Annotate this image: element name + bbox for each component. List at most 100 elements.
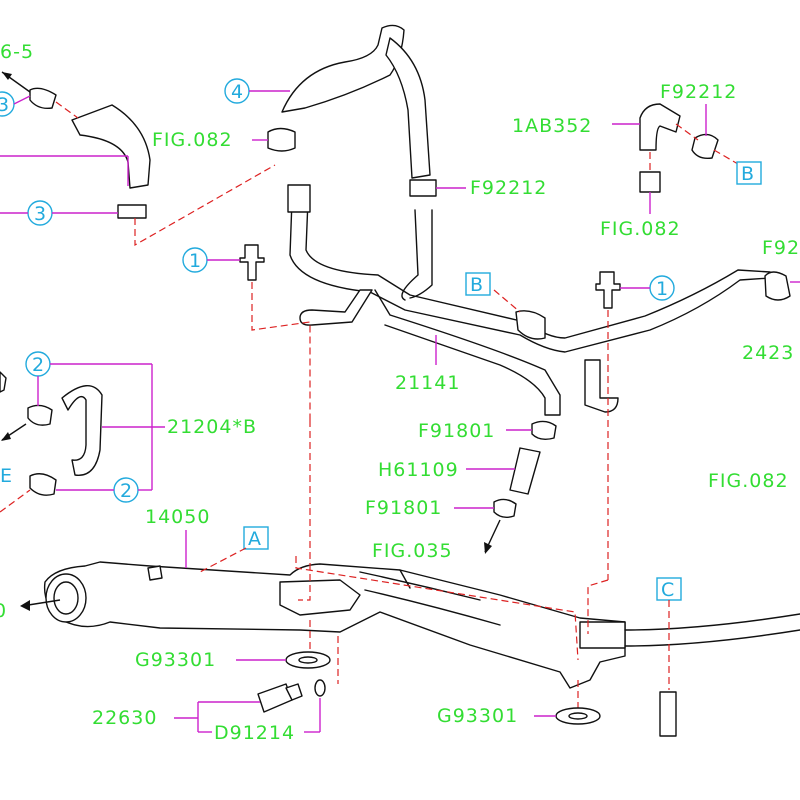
label-f92-edge: F92: [762, 237, 800, 259]
box-e-edge-text: E: [0, 465, 13, 487]
callout-2-lower-text: 2: [120, 480, 133, 502]
pipe-inlet: [45, 573, 87, 623]
main-pipe-group: B 21141 F92 2423: [287, 184, 800, 416]
label-g93301-left: G93301: [135, 649, 216, 671]
clamp-f91801-lower: [493, 498, 517, 519]
label-h61109: H61109: [378, 459, 459, 481]
pipe-bracket-left: [299, 289, 373, 326]
label-14050: 14050: [145, 506, 210, 528]
clamp-f91801-upper: [531, 420, 557, 441]
bolt-right: [595, 271, 621, 309]
hidden-line-elbow: [675, 123, 699, 141]
label-22630: 22630: [92, 707, 157, 729]
pipe-nipple-top: [147, 565, 163, 581]
hidden-line-e: [0, 489, 31, 513]
hose-clamp-top: [267, 127, 296, 152]
callout-3-text: 3: [34, 203, 47, 225]
box-b-upper[interactable]: [736, 161, 762, 185]
pipe-ribs: [359, 569, 501, 626]
top-left-hose-group: 6-5 3 3: [0, 41, 276, 247]
label-f92212-center: F92212: [470, 177, 547, 199]
hidden-line-top-housing: [295, 556, 579, 661]
elbow-end-cap: [639, 171, 661, 193]
label-6-5: 6-5: [0, 41, 34, 63]
label-fig082-top: FIG.082: [152, 129, 233, 151]
callout-1-right-text: 1: [656, 278, 669, 300]
label-fig082-mid-right: FIG.082: [708, 470, 789, 492]
right-hose: [624, 613, 800, 647]
hidden-line-center-housing: [298, 420, 311, 601]
box-c-text: C: [661, 579, 675, 601]
label-zero-left: 0: [0, 600, 7, 622]
sensor-22630-tip: [285, 683, 303, 701]
label-d91214: D91214: [214, 722, 295, 744]
hidden-line-left-to-fig082: [134, 164, 276, 247]
pipe-top-fitting: [287, 184, 311, 213]
hidden-line-b-center: [493, 289, 521, 313]
main-pipe-inner: [305, 199, 771, 339]
lower-pipe-group: 0 14050 A C: [0, 420, 800, 737]
main-pipe-outer: [289, 199, 771, 353]
small-hose-group: F91801 H61109 F91801 FIG.035: [365, 420, 557, 562]
upper-curved-hose: [281, 24, 405, 113]
pipe-bracket-right: [584, 359, 619, 413]
gasket-g93301-right-inner: [568, 712, 588, 720]
label-fig035: FIG.035: [372, 540, 453, 562]
callout-1-left-text: 1: [189, 250, 202, 272]
top-right-elbow-group: 1AB352 F92212 B FIG.082: [512, 81, 762, 240]
label-fig082-right: FIG.082: [600, 218, 681, 240]
bolts-group: 1 1: [182, 244, 675, 580]
u-hose-clamp-lower: [29, 473, 57, 496]
washer-d91214: [314, 679, 326, 697]
label-f92212-right: F92212: [660, 81, 737, 103]
label-21204b: 21204*B: [167, 416, 257, 438]
hidden-line-upper-left: [55, 101, 79, 119]
hidden-line-bolt-left: [251, 282, 311, 420]
label-f91801-upper: F91801: [418, 420, 495, 442]
gasket-g93301-right: [555, 707, 601, 725]
callout-3-topleft-text: 3: [0, 94, 10, 116]
upper-left-clamp: [29, 87, 57, 110]
arrow-left-e-head: [1, 432, 11, 441]
hidden-line-a: [199, 547, 247, 573]
branch-pipe-inner: [409, 209, 433, 299]
hose-h61109: [509, 447, 541, 495]
small-vertical-hose: [659, 691, 677, 737]
arrow-left-0-head: [20, 600, 30, 611]
box-a[interactable]: [243, 526, 269, 550]
label-2423: 2423: [742, 342, 794, 364]
u-hose: [61, 385, 103, 476]
label-1ab352: 1AB352: [512, 115, 592, 137]
pipe-inlet-inner: [53, 581, 79, 615]
label-21141: 21141: [395, 372, 460, 394]
arrow-6-5-head: [2, 72, 12, 80]
bottom-parts-group: G93301 22630 D91214 G93301: [92, 649, 601, 744]
arrow-fig035-head: [484, 542, 492, 554]
bolt-left: [239, 244, 265, 281]
hidden-line-right-housing: [587, 579, 609, 634]
hidden-line-b-box: [713, 149, 739, 165]
pipe-housing-detail: [279, 579, 361, 616]
u-hose-clamp-upper: [27, 404, 53, 426]
callout-2-upper-text: 2: [32, 354, 45, 376]
callout-4-text: 4: [231, 81, 244, 103]
u-hose-group: 2 2 21204*B E: [0, 351, 257, 513]
pipe-end-cap: [515, 310, 546, 340]
box-a-text: A: [248, 528, 262, 550]
coolant-pipe-14050: [43, 561, 626, 689]
box-b-center[interactable]: [465, 272, 491, 296]
lower-branch: [374, 289, 561, 416]
pipe-outlet-fitting: [579, 621, 626, 649]
gasket-g93301-left: [285, 651, 331, 669]
label-f91801-lower: F91801: [365, 497, 442, 519]
pipe-right-fitting: [764, 271, 791, 301]
branch-pipe-outer: [401, 209, 419, 301]
box-b-center-text: B: [470, 274, 484, 296]
elbow-clamp: [691, 133, 719, 160]
elbow-hose: [639, 103, 681, 151]
box-b-upper-text: B: [741, 163, 755, 185]
left-small-clamp: [117, 204, 147, 219]
hose-clamp-f92212: [409, 179, 437, 197]
leader-3-topleft: [13, 95, 31, 105]
